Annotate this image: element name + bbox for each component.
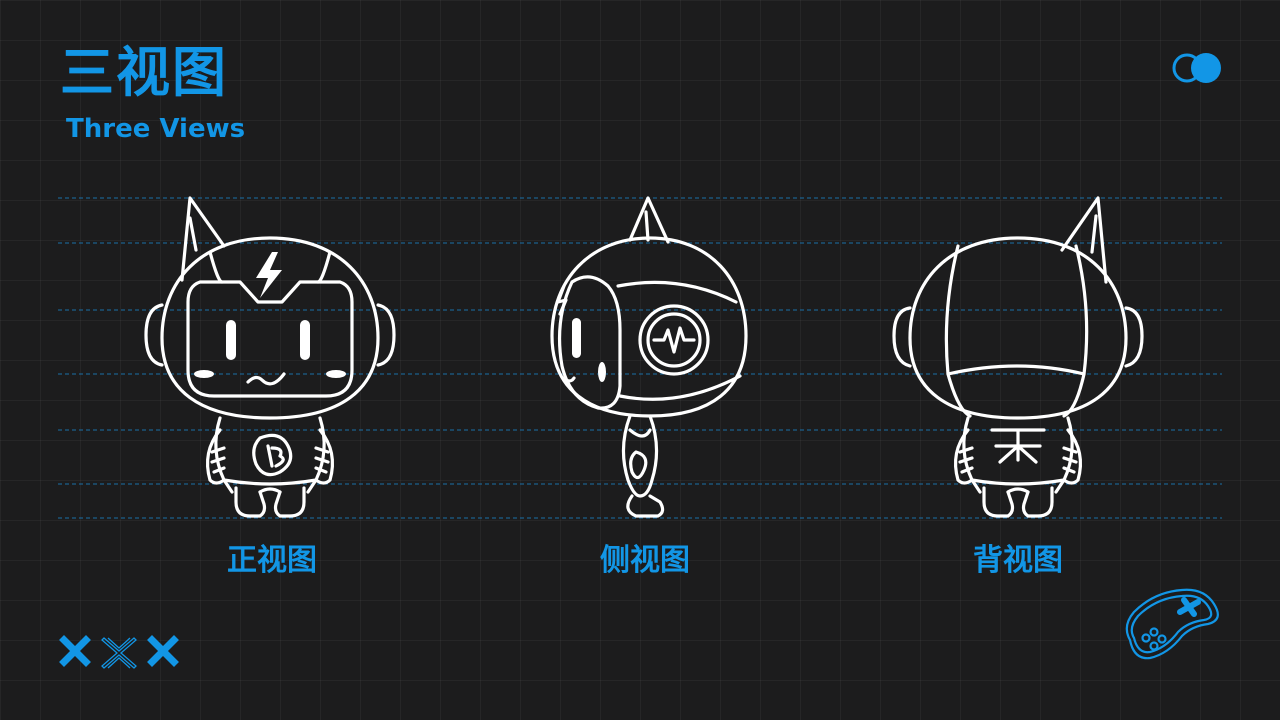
page-title: 三视图 <box>60 41 228 104</box>
toggle-icon <box>1172 53 1221 83</box>
cross-icon <box>101 637 137 669</box>
gamepad-icon <box>1125 588 1219 660</box>
front-view-label: 正视图 <box>227 543 317 578</box>
page-subtitle: Three Views <box>66 114 246 144</box>
back-view-figure <box>892 196 1144 518</box>
cross-icon <box>59 635 91 667</box>
cross-icons <box>59 635 179 669</box>
front-view-figure <box>144 196 396 518</box>
back-view-label: 背视图 <box>973 543 1063 578</box>
cross-icon <box>147 635 179 667</box>
side-view-label: 侧视图 <box>600 543 690 578</box>
side-view-figure <box>550 196 748 518</box>
